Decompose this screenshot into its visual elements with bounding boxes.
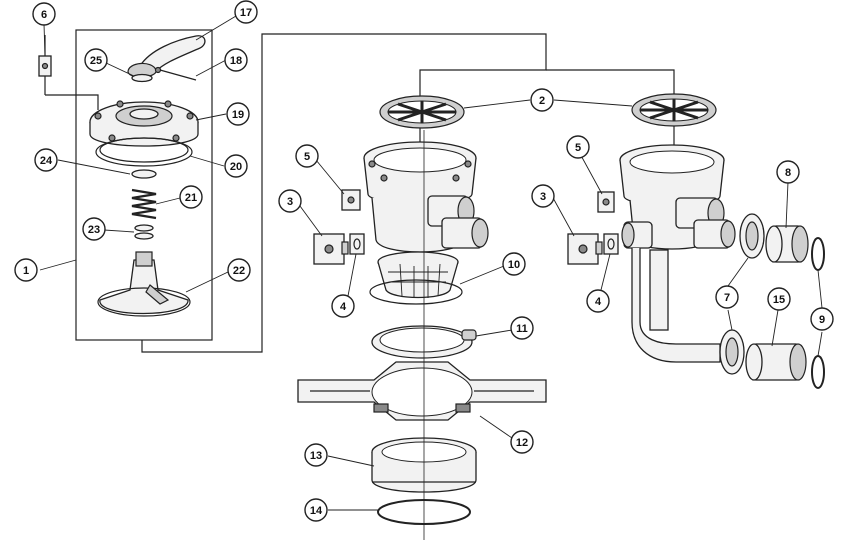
oring-part-4-right [603,233,619,255]
callout-6: 6 [32,2,56,26]
callout-5-middle: 5 [295,144,319,168]
callout-18: 18 [224,48,248,72]
callout-1: 1 [14,258,38,282]
svg-text:9: 9 [819,314,825,326]
clip-part-6 [38,35,99,110]
clamp-ring-part-11 [371,325,477,359]
callout-19: 19 [226,102,250,126]
valve-body-middle [363,141,489,253]
union-tail-part-8 [765,225,809,263]
svg-text:11: 11 [516,323,528,335]
callout-7: 7 [715,285,739,309]
diffuser-part-2-right [631,93,717,127]
callout-3-right: 3 [531,184,555,208]
callout-25: 25 [84,48,108,72]
callout-4-right: 4 [586,289,610,313]
union-tail-part-15 [745,343,807,381]
svg-text:22: 22 [233,265,245,277]
svg-text:14: 14 [310,505,323,517]
gasket-part-20 [95,137,193,167]
rotor-part-22 [97,251,191,317]
callout-13: 13 [304,443,328,467]
callout-5-right: 5 [566,135,590,159]
svg-text:18: 18 [230,55,242,67]
svg-text:17: 17 [240,7,252,19]
callout-15: 15 [767,287,791,311]
spring-part-21 [131,188,157,220]
callout-23: 23 [82,217,106,241]
callout-3-middle: 3 [278,189,302,213]
callout-14: 14 [304,498,328,522]
svg-text:5: 5 [304,151,310,163]
svg-text:10: 10 [508,259,520,271]
pressure-gauge-part-3-middle [313,233,349,265]
svg-text:7: 7 [724,292,730,304]
svg-text:2: 2 [539,95,545,107]
svg-text:19: 19 [232,109,244,121]
callout-24: 24 [34,148,58,172]
valve-body-right [619,144,736,363]
svg-text:21: 21 [185,192,197,204]
svg-text:6: 6 [41,9,47,21]
sight-glass-part-5-middle [341,189,361,211]
callout-8: 8 [776,160,800,184]
callout-12: 12 [510,430,534,454]
callout-4-middle: 4 [331,294,355,318]
strainer-part-10 [369,251,463,305]
svg-text:5: 5 [575,142,581,154]
leader-lines [39,15,823,511]
callout-9: 9 [810,307,834,331]
svg-text:3: 3 [287,196,293,208]
callout-11: 11 [510,316,534,340]
svg-text:12: 12 [516,437,528,449]
svg-text:4: 4 [595,296,602,308]
callout-17: 17 [234,0,258,24]
svg-text:15: 15 [773,294,785,306]
svg-text:3: 3 [540,191,546,203]
union-nut-part-7 [719,213,765,375]
callout-21: 21 [179,185,203,209]
washer-part-25 [131,73,153,83]
svg-text:13: 13 [310,450,322,462]
svg-text:23: 23 [88,224,100,236]
oring-part-4-middle [349,233,365,255]
clamp-bracket-part-12 [297,361,547,421]
washers-part-23 [134,224,154,240]
svg-text:4: 4 [340,301,347,313]
svg-text:25: 25 [90,55,102,67]
callout-2: 2 [530,88,554,112]
callout-20: 20 [224,154,248,178]
svg-text:1: 1 [23,265,29,277]
svg-text:24: 24 [40,155,53,167]
callout-10: 10 [502,252,526,276]
callout-22: 22 [227,258,251,282]
diffuser-part-2-middle [379,95,465,129]
oring-part-24 [131,169,157,179]
pressure-gauge-part-3-right [567,233,603,265]
svg-text:20: 20 [230,161,242,173]
handle-part-17 [127,35,206,78]
svg-text:8: 8 [785,167,791,179]
lid-part-19 [89,100,199,147]
sight-glass-part-5-right [597,191,615,213]
pin-part-18 [154,66,197,81]
